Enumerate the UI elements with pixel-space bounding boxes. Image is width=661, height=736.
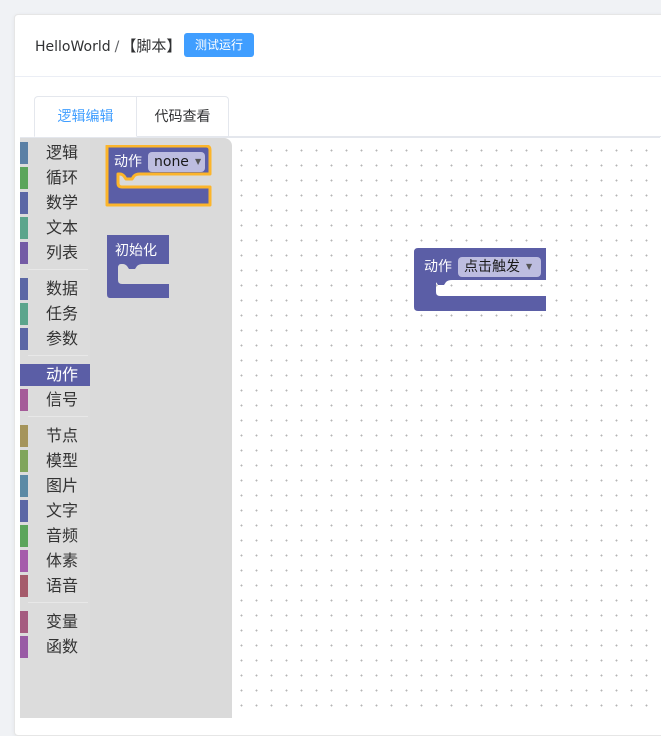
category-label: 数据 [46,279,79,298]
category-color-swatch [20,525,28,547]
test-run-button[interactable]: 测试运行 [184,33,255,57]
page-header: HelloWorld/【脚本】 测试运行 [15,15,661,77]
category-label: 动作 [46,365,79,384]
category-label: 函数 [46,637,79,656]
dropdown-value: 点击触发 [464,259,520,275]
category-color-swatch [20,475,28,497]
toolbox: 逻辑 循环 数学 文本 列表 数据 任务 参数 [20,138,90,718]
category-label: 列表 [46,243,79,262]
category-label: 文字 [46,501,79,520]
category-label: 数学 [46,193,79,212]
category-color-swatch [20,142,28,164]
chevron-down-icon: ▼ [526,262,533,271]
breadcrumb-project[interactable]: HelloWorld [35,39,111,55]
category-color-swatch [20,500,28,522]
category-color-swatch [20,575,28,597]
category-color-swatch [20,278,28,300]
category-label: 语音 [46,576,79,595]
init-block-shape [107,235,169,298]
category-label: 图片 [46,476,79,495]
category-color-swatch [20,425,28,447]
toolbox-separator [28,602,88,603]
action-type-dropdown[interactable]: none ▼ [148,152,205,172]
dropdown-value: none [154,154,189,170]
breadcrumb-page: 【脚本】 [121,37,182,55]
category-label: 模型 [46,451,79,470]
toolbox-category-signal[interactable]: 信号 [20,389,90,411]
workspace-action-block[interactable]: 动作 点击触发 ▼ [414,248,550,314]
category-color-swatch [20,550,28,572]
toolbox-separator [28,355,88,356]
category-color-swatch [20,611,28,633]
category-color-swatch [20,242,28,264]
category-label: 文本 [46,218,79,237]
category-label: 节点 [46,426,79,445]
category-label: 逻辑 [46,143,79,162]
toolbox-category-task[interactable]: 任务 [20,303,90,325]
breadcrumb-separator: / [114,39,120,55]
flyout-init-block[interactable]: 初始化 [105,234,175,302]
category-color-swatch [20,328,28,350]
toolbox-category-action[interactable]: 动作 [20,364,90,386]
tab-logic-edit[interactable]: 逻辑编辑 [34,96,137,137]
toolbox-category-data[interactable]: 数据 [20,278,90,300]
toolbox-category-math[interactable]: 数学 [20,192,90,214]
init-block-label: 初始化 [115,243,157,259]
toolbox-separator [28,269,88,270]
toolbox-category-variable[interactable]: 变量 [20,611,90,633]
category-label: 参数 [46,329,79,348]
breadcrumb: HelloWorld/【脚本】 [35,35,181,56]
toolbox-flyout: 动作 none ▼ 初始化 [90,138,232,718]
toolbox-category-label-text[interactable]: 文字 [20,500,90,522]
category-color-swatch [20,217,28,239]
category-color-swatch [20,636,28,658]
toolbox-category-voxel[interactable]: 体素 [20,550,90,572]
chevron-down-icon: ▼ [194,157,202,166]
toolbox-category-param[interactable]: 参数 [20,328,90,350]
category-color-swatch [20,167,28,189]
flyout-action-block[interactable]: 动作 none ▼ [104,145,216,211]
toolbox-category-function[interactable]: 函数 [20,636,90,658]
toolbox-separator [28,416,88,417]
category-label: 音频 [46,526,79,545]
editor-tabs: 逻辑编辑 代码查看 [34,96,661,137]
toolbox-category-voice[interactable]: 语音 [20,575,90,597]
category-color-swatch [20,192,28,214]
category-label: 循环 [46,168,79,187]
action-type-dropdown[interactable]: 点击触发 ▼ [458,257,541,277]
toolbox-category-text[interactable]: 文本 [20,217,90,239]
blockly-workspace[interactable]: 逻辑 循环 数学 文本 列表 数据 任务 参数 [20,137,660,718]
category-color-swatch [20,389,28,411]
action-block-label: 动作 [424,259,452,275]
toolbox-category-list[interactable]: 列表 [20,242,90,264]
category-label: 信号 [46,390,79,409]
category-label: 变量 [46,612,79,631]
category-color-swatch [20,450,28,472]
tab-code-view[interactable]: 代码查看 [137,96,229,136]
toolbox-category-model[interactable]: 模型 [20,450,90,472]
toolbox-category-logic[interactable]: 逻辑 [20,142,90,164]
toolbox-category-loop[interactable]: 循环 [20,167,90,189]
toolbox-category-image[interactable]: 图片 [20,475,90,497]
toolbox-category-audio[interactable]: 音频 [20,525,90,547]
category-label: 任务 [46,304,79,323]
category-color-swatch [20,303,28,325]
toolbox-category-node[interactable]: 节点 [20,425,90,447]
action-block-label: 动作 [114,154,142,170]
category-color-swatch [20,364,28,386]
category-label: 体素 [46,551,79,570]
